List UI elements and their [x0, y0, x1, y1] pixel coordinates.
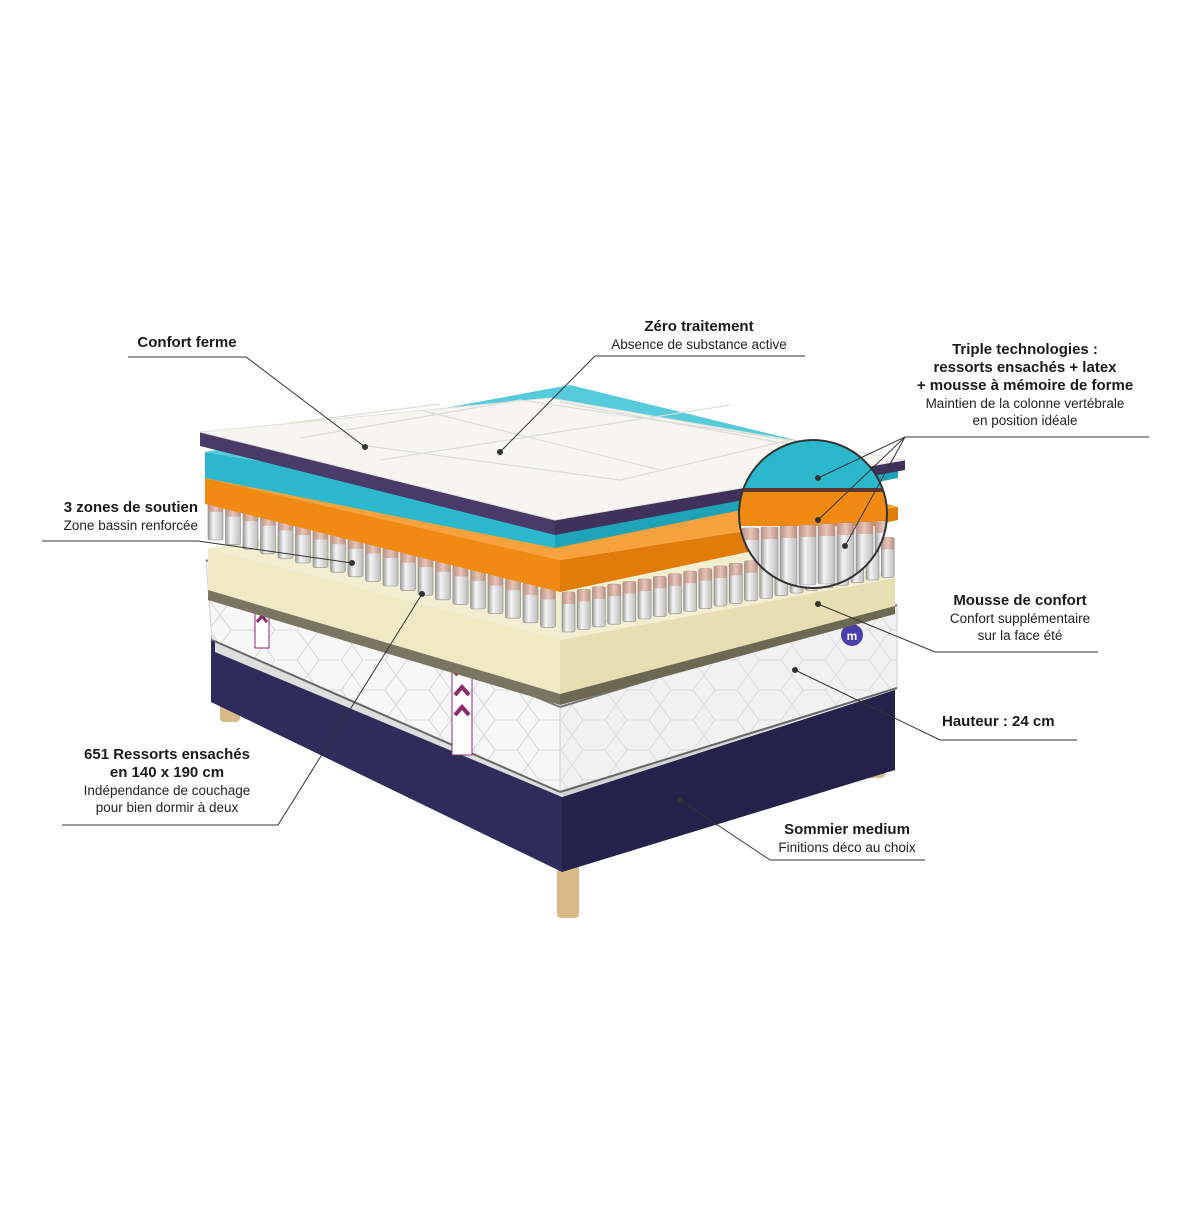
label-hauteur: Hauteur : 24 cm	[942, 713, 1102, 731]
spring-pocket-top	[523, 582, 538, 595]
sommier-sub: Finitions déco au choix	[778, 840, 916, 855]
spring-pocket-top	[592, 586, 606, 599]
spring-pocket-top	[744, 560, 758, 573]
spring-pocket-top	[638, 579, 651, 591]
spring-pocket-top	[818, 524, 835, 536]
triple-tech-title-1: Triple technologies :	[952, 341, 1098, 358]
spring-pocket-top	[761, 527, 778, 539]
zones-sub: Zone bassin renforcée	[63, 518, 198, 533]
ressorts-title-2: en 140 x 190 cm	[109, 764, 225, 781]
zero-traitement-title: Zéro traitement	[644, 318, 754, 335]
spring-pocket-top	[622, 581, 636, 594]
spring-pocket-top	[683, 571, 697, 584]
spring-pocket-top	[799, 525, 816, 537]
spring-pocket-top	[714, 566, 727, 578]
mousse-title: Mousse de confort	[953, 592, 1087, 609]
ressorts-title-1: 651 Ressorts ensachés	[84, 746, 250, 763]
svg-text:m: m	[847, 629, 858, 643]
zero-traitement-sub: Absence de substance active	[611, 337, 787, 352]
spring-pocket-top	[607, 584, 621, 597]
brand-logo-icon: m	[841, 624, 863, 646]
triple-tech-sub-1: Maintien de la colonne vertébrale	[925, 396, 1125, 411]
sommier-title: Sommier medium	[784, 821, 910, 838]
spring-pocket-top	[837, 523, 854, 535]
mousse-sub-1: Confort supplémentaire	[949, 611, 1091, 626]
triple-tech-title-3: + mousse à mémoire de forme	[916, 377, 1134, 394]
spring-pocket-top	[742, 528, 759, 540]
callout-lines	[42, 355, 1149, 861]
mousse-sub-2: sur la face été	[977, 628, 1063, 643]
label-triple-technologies: Triple technologies : ressorts ensachés …	[880, 341, 1170, 429]
spring-pocket-top	[668, 573, 682, 586]
label-sommier: Sommier medium Finitions déco au choix	[752, 821, 942, 856]
label-zones-soutien: 3 zones de soutien Zone bassin renforcée	[20, 499, 198, 534]
ressorts-sub-1: Indépendance de couchage	[83, 783, 251, 798]
spring-pocket-top	[729, 563, 743, 576]
spring-pocket-top	[653, 576, 667, 589]
topper-layer	[199, 397, 906, 535]
magnifier-detail	[738, 439, 888, 589]
spring-pocket-top	[562, 592, 575, 604]
spring-pocket-top	[881, 537, 895, 550]
leg-front	[557, 862, 579, 918]
spring-pocket-top	[856, 522, 873, 534]
hauteur-title: Hauteur : 24 cm	[942, 713, 1055, 730]
label-confort-ferme: Confort ferme	[122, 334, 252, 352]
spring-pocket-top	[875, 521, 887, 533]
zones-title: 3 zones de soutien	[63, 499, 198, 516]
triple-tech-sub-2: en position idéale	[972, 413, 1078, 428]
label-zero-traitement: Zéro traitement Absence de substance act…	[584, 318, 814, 353]
triple-tech-title-2: ressorts ensachés + latex	[933, 359, 1117, 376]
base-right-side	[562, 690, 895, 872]
label-ressorts: 651 Ressorts ensachés en 140 x 190 cm In…	[52, 746, 282, 816]
confort-ferme-title: Confort ferme	[137, 334, 237, 351]
spring-pocket-top	[780, 526, 797, 538]
ressorts-sub-2: pour bien dormir à deux	[95, 800, 239, 815]
label-mousse-confort: Mousse de confort Confort supplémentaire…	[925, 592, 1115, 644]
base-left-side	[211, 636, 562, 872]
spring-pocket-top	[698, 568, 712, 581]
spring-pocket-top	[540, 587, 556, 600]
spring-pocket-top	[577, 589, 591, 602]
